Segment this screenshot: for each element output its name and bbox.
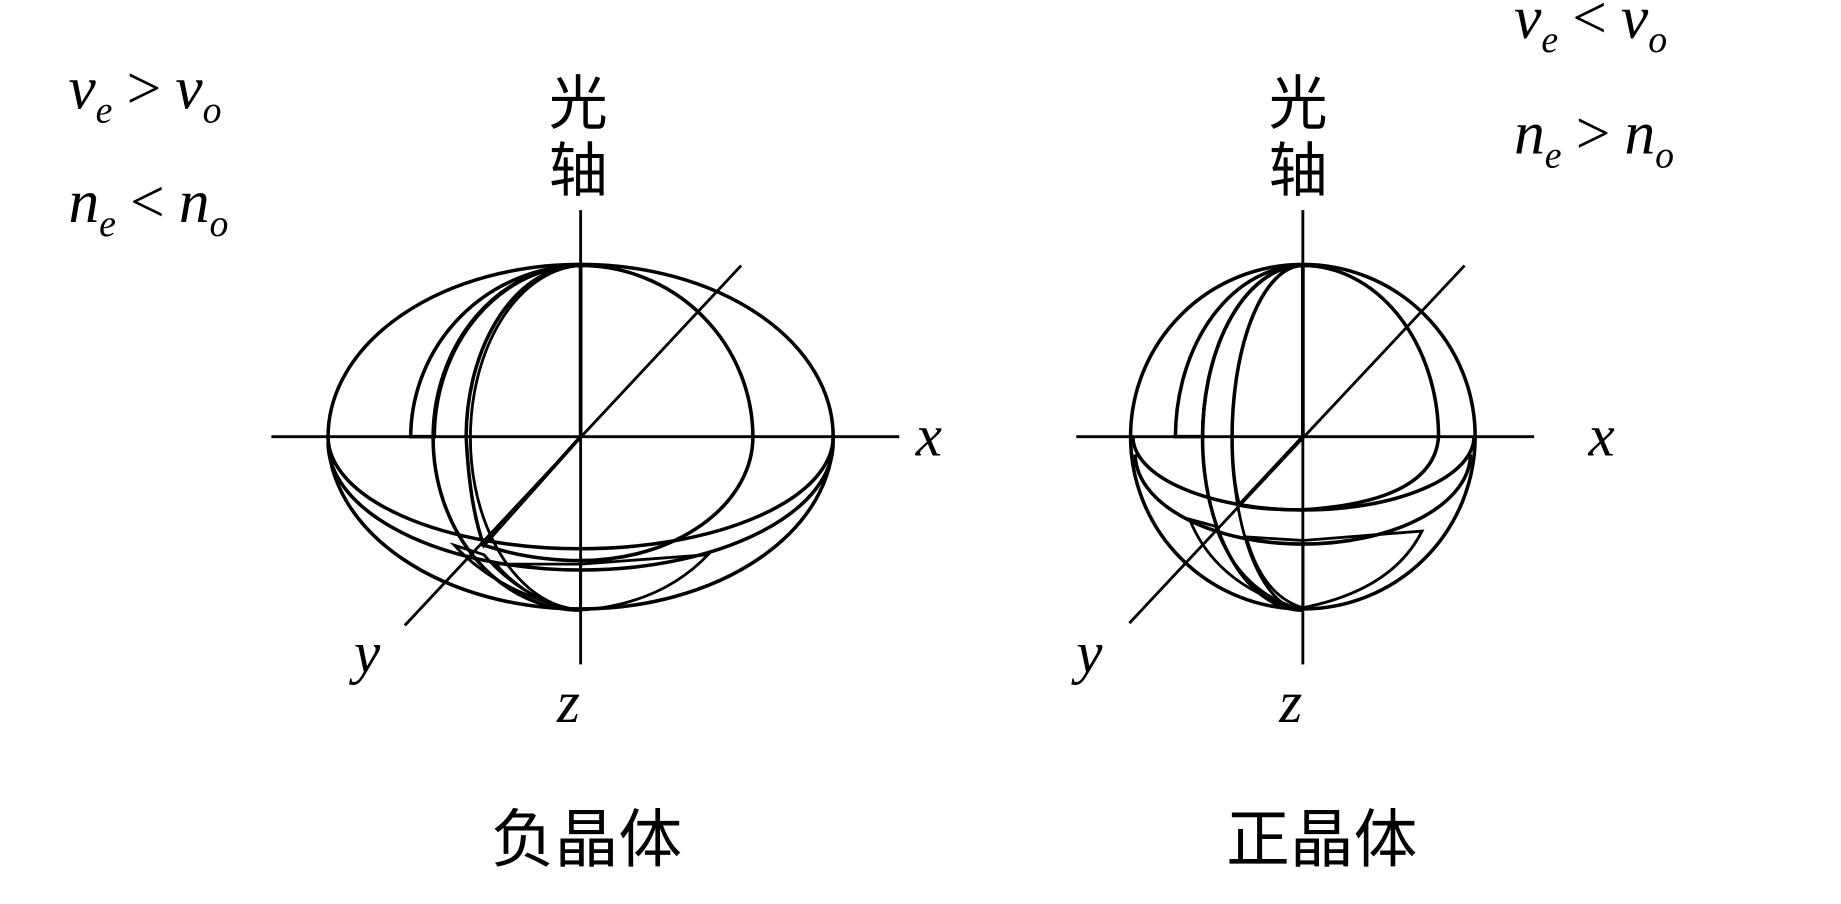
optic-axis-label-1: 光 — [549, 69, 608, 138]
x-axis-label: x — [1587, 403, 1614, 469]
z-axis-label: z — [556, 669, 580, 735]
optic-axis-label-2: 轴 — [549, 136, 608, 205]
hatched-xz-section — [480, 263, 755, 563]
velocity-relation: ve<vo — [1514, 0, 1667, 61]
velocity-relation: ve>vo — [68, 55, 221, 132]
svg-text:光轴: 光轴 — [549, 69, 608, 205]
z-axis-label: z — [1278, 669, 1302, 735]
y-axis-label: y — [1071, 620, 1103, 686]
y-axis-label: y — [349, 620, 381, 686]
optic-axis-label-1: 光 — [1269, 69, 1328, 138]
index-relation: ne>no — [1514, 99, 1674, 176]
negative-crystal-title: 负晶体 — [491, 804, 682, 878]
positive-crystal-figure: 光轴 x y z 正晶体 ve<vo ne>no — [1071, 0, 1674, 878]
y-axis-line — [1128, 264, 1466, 625]
x-axis-label: x — [915, 403, 942, 469]
svg-text:光轴: 光轴 — [1269, 69, 1328, 205]
hatched-yz-section — [464, 263, 583, 549]
negative-crystal-figure: 光轴 x y z 负晶体 ve>vo ne<no — [68, 55, 942, 878]
inner-meridian-arc — [469, 264, 581, 610]
optic-axis-label-2: 轴 — [1269, 136, 1328, 205]
hatched-lower-horizontal — [1301, 529, 1425, 610]
hatched-crescent — [1173, 263, 1303, 439]
y-axis-line — [403, 264, 743, 627]
index-relation: ne<no — [68, 168, 228, 245]
positive-crystal-title: 正晶体 — [1226, 804, 1417, 878]
